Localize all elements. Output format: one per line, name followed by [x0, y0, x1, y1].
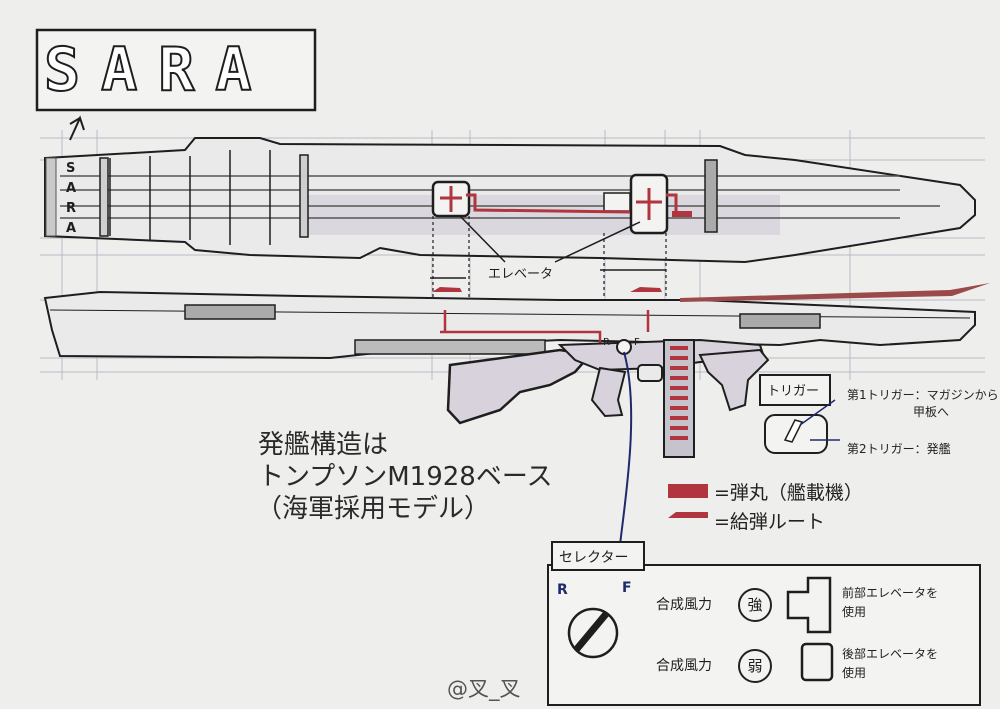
selector-mark-f: F: [622, 580, 632, 596]
caption-line-3: （海軍採用モデル）: [256, 494, 491, 524]
trigger-note-2: 第2トリガー：発艦: [847, 442, 951, 456]
selector-title-box: [551, 541, 645, 571]
top-view: S A R A: [44, 137, 976, 264]
selector-row1-mark: 強: [738, 588, 772, 622]
elevator-label: エレベータ: [488, 267, 554, 282]
gun-body: R F: [446, 337, 770, 458]
selector-title: セレクター: [559, 550, 629, 566]
trigger-label-box: [759, 374, 831, 406]
trigger-note-1a: 第1トリガー：マガジンから: [847, 388, 999, 402]
selector-panel: [547, 564, 981, 706]
selector-row1-label: 合成風力: [656, 597, 712, 613]
selector-row2-mark: 弱: [738, 649, 772, 683]
selector-dial-pointer: [573, 611, 609, 653]
stencil-letter: A: [66, 181, 76, 196]
selector-mark-f-small: F: [634, 337, 640, 348]
stencil-letter: S: [66, 161, 75, 176]
stencil-letter: R: [66, 201, 76, 216]
selector-mark-r: R: [557, 582, 568, 598]
trigger-title: トリガー: [767, 384, 820, 399]
elevator-leaders: [459, 215, 641, 263]
title-box: [35, 28, 317, 112]
selector-mark-r-small: R: [603, 337, 610, 348]
selector-row1-desc-b: 使用: [842, 605, 867, 619]
dimension-marks: [430, 269, 666, 279]
selector-row2-label: 合成風力: [656, 658, 712, 674]
caption-line-1: 発艦構造は: [258, 430, 389, 460]
legend-ammo-swatch: [668, 484, 708, 498]
selector-row2-desc-b: 使用: [842, 666, 867, 680]
legend-route-swatch: [668, 512, 708, 518]
north-arrow: [69, 115, 85, 141]
stencil-letter: A: [66, 221, 76, 236]
title: SARA: [43, 35, 273, 105]
watermark: @叉_叉: [447, 677, 521, 701]
side-view: [43, 283, 990, 360]
legend-ammo-label: =弾丸（艦載機）: [714, 482, 863, 504]
selector-leader: [619, 351, 633, 546]
trigger-note-1b: 甲板へ: [913, 405, 950, 419]
selector-row2-desc-a: 後部エレベータを: [842, 647, 939, 661]
rear-elevator-shape: [800, 642, 834, 682]
front-elevator-shape: [786, 576, 832, 634]
caption-line-2: トンプソンM1928ベース: [258, 462, 553, 492]
legend-route-label: =給弾ルート: [714, 511, 825, 533]
selector-row1-desc-a: 前部エレベータを: [842, 586, 939, 600]
